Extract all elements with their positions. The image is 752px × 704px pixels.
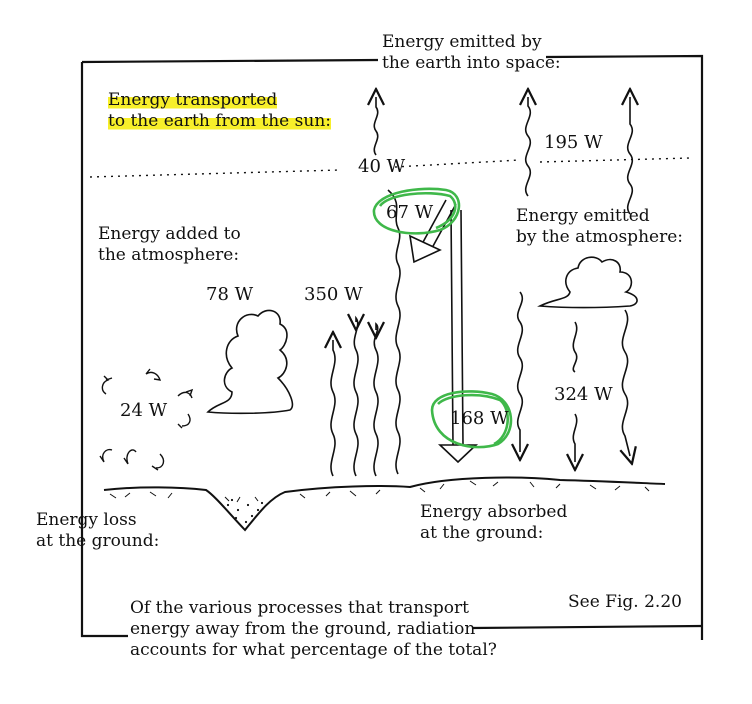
value-168w: 168 W [450, 408, 509, 429]
convection-arrows [99, 368, 194, 471]
cloud-78w-icon [206, 309, 294, 415]
label-loss-ground: Energy loss at the ground: [36, 510, 159, 552]
value-24w: 24 W [120, 400, 168, 421]
frame-top-left [81, 58, 379, 64]
label-sun-transported: Energy transported to the earth from the… [108, 90, 331, 132]
label-sun-transported-line2: to the earth from the sun: [108, 111, 331, 131]
label-emitted-atmosphere: Energy emitted by the atmosphere: [516, 206, 683, 248]
question-text: Of the various processes that transport … [130, 598, 497, 661]
label-sun-transported-line1: Energy transported [108, 90, 278, 110]
frame [80, 54, 704, 640]
label-absorbed-ground-line1: Energy absorbed [420, 502, 568, 522]
label-space-emitted: Energy emitted by the earth into space: [382, 32, 561, 74]
label-added-atmosphere-line2: the atmosphere: [98, 245, 240, 265]
value-78w: 78 W [206, 284, 254, 305]
label-emitted-atmosphere-line2: by the atmosphere: [516, 227, 683, 247]
ground-emission-arrows [331, 318, 378, 477]
highlight-circles [372, 187, 513, 449]
circle-67w [372, 187, 461, 235]
space-emission-arrows [374, 97, 633, 215]
circle-168w-2 [437, 393, 509, 446]
circle-67w-2 [378, 191, 457, 230]
space-arrow-195w-right [628, 97, 633, 215]
question-line1: Of the various processes that transport [130, 598, 469, 618]
label-absorbed-ground-line2: at the ground: [420, 523, 544, 543]
value-195w: 195 W [544, 132, 603, 153]
label-space-emitted-line2: the earth into space: [382, 53, 561, 73]
question-line3: accounts for what percentage of the tota… [130, 640, 497, 660]
label-absorbed-ground: Energy absorbed at the ground: [420, 502, 567, 544]
value-67w: 67 W [386, 202, 434, 223]
atm-arrow-2 [572, 321, 578, 373]
label-added-atmosphere-line1: Energy added to [98, 224, 241, 244]
value-324w: 324 W [554, 384, 613, 405]
frame-top-right [545, 54, 704, 640]
ground-arrow-2 [354, 318, 358, 477]
ground-arrow-3 [374, 324, 378, 477]
ground-line [103, 476, 666, 532]
ground-dots [226, 498, 264, 524]
frame-bottom-right [471, 624, 703, 630]
label-added-atmosphere: Energy added to the atmosphere: [98, 224, 241, 266]
label-space-emitted-line1: Energy emitted by [382, 32, 542, 52]
label-loss-ground-line1: Energy loss [36, 510, 137, 530]
value-350w: 350 W [304, 284, 363, 305]
atm-arrow-3 [573, 413, 576, 462]
circle-168w [430, 390, 513, 449]
value-40w: 40 W [358, 156, 406, 177]
atm-arrow-4 [622, 309, 630, 456]
atm-arrow-1 [518, 291, 523, 452]
space-arrow-195w-left [526, 97, 531, 197]
ground-arrow-1 [331, 340, 335, 477]
atmosphere-emission-arrows [518, 291, 630, 462]
label-emitted-atmosphere-line1: Energy emitted [516, 206, 650, 226]
question-line2: energy away from the ground, radiation [130, 619, 476, 639]
frame-left-bottom [80, 62, 128, 638]
label-loss-ground-line2: at the ground: [36, 531, 160, 551]
absorbed-atmosphere-arrow [408, 199, 457, 264]
reference-note: See Fig. 2.20 [568, 592, 682, 612]
cloud-atmosphere-icon [537, 256, 638, 309]
ground-texture [109, 480, 650, 503]
space-arrow-40w [374, 97, 377, 156]
